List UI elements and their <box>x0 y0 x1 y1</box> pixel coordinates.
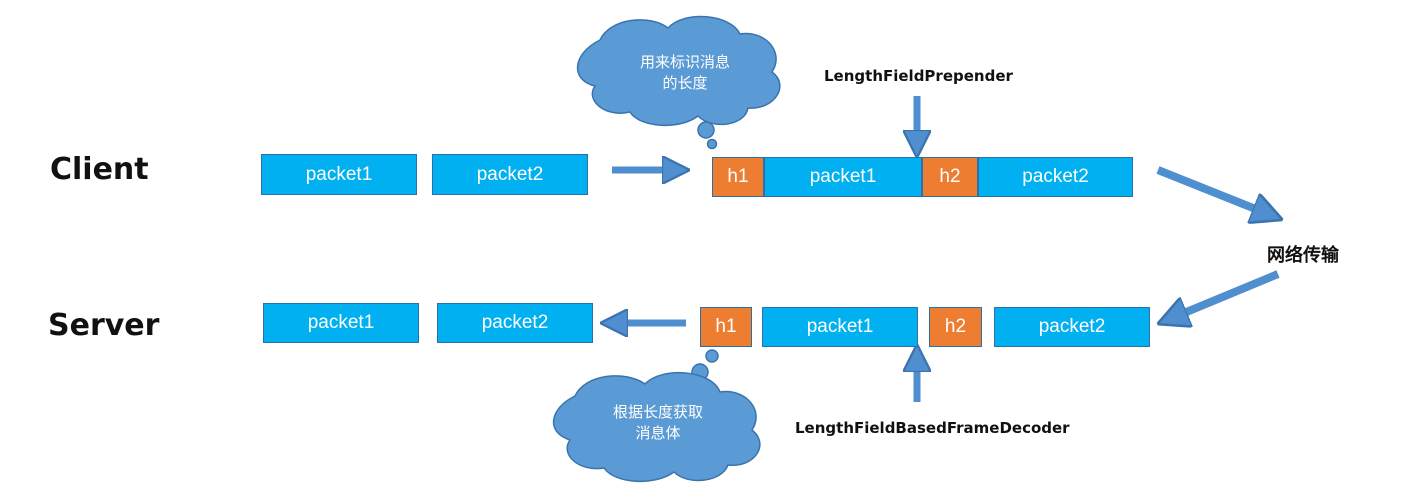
server-packet2: packet2 <box>437 303 593 343</box>
network-transfer-label: 网络传输 <box>1267 245 1339 266</box>
server-cloud-shape <box>552 349 761 482</box>
client-header-h2: h2 <box>922 157 978 197</box>
server-header-h2: h2 <box>929 307 982 347</box>
client-cloud-text: 用来标识消息 的长度 <box>605 52 765 94</box>
decoder-label: LengthFieldBasedFrameDecoder <box>795 419 1070 437</box>
encoder-label: LengthFieldPrepender <box>824 67 1013 85</box>
client-to-network-arrow <box>1156 166 1268 214</box>
client-header-h1: h1 <box>712 157 764 197</box>
server-label: Server <box>48 308 160 343</box>
client-packet2: packet2 <box>432 154 588 195</box>
client-label: Client <box>50 152 149 187</box>
network-to-server-arrow <box>1172 270 1280 318</box>
server-cloud-line1: 根据长度获取 <box>612 403 703 421</box>
server-cloud-text: 根据长度获取 消息体 <box>578 402 738 444</box>
server-framed-packet1: packet1 <box>762 307 918 347</box>
client-framed-packet2: packet2 <box>978 157 1133 197</box>
client-cloud-line2: 的长度 <box>662 74 708 92</box>
server-cloud-line2: 消息体 <box>635 424 681 442</box>
client-packet1: packet1 <box>261 154 417 195</box>
client-cloud-shape <box>576 15 781 150</box>
client-framed-packet1: packet1 <box>764 157 922 197</box>
client-cloud-line1: 用来标识消息 <box>639 53 730 71</box>
server-framed-packet2: packet2 <box>994 307 1150 347</box>
server-packet1: packet1 <box>263 303 419 343</box>
server-header-h1: h1 <box>700 307 752 347</box>
